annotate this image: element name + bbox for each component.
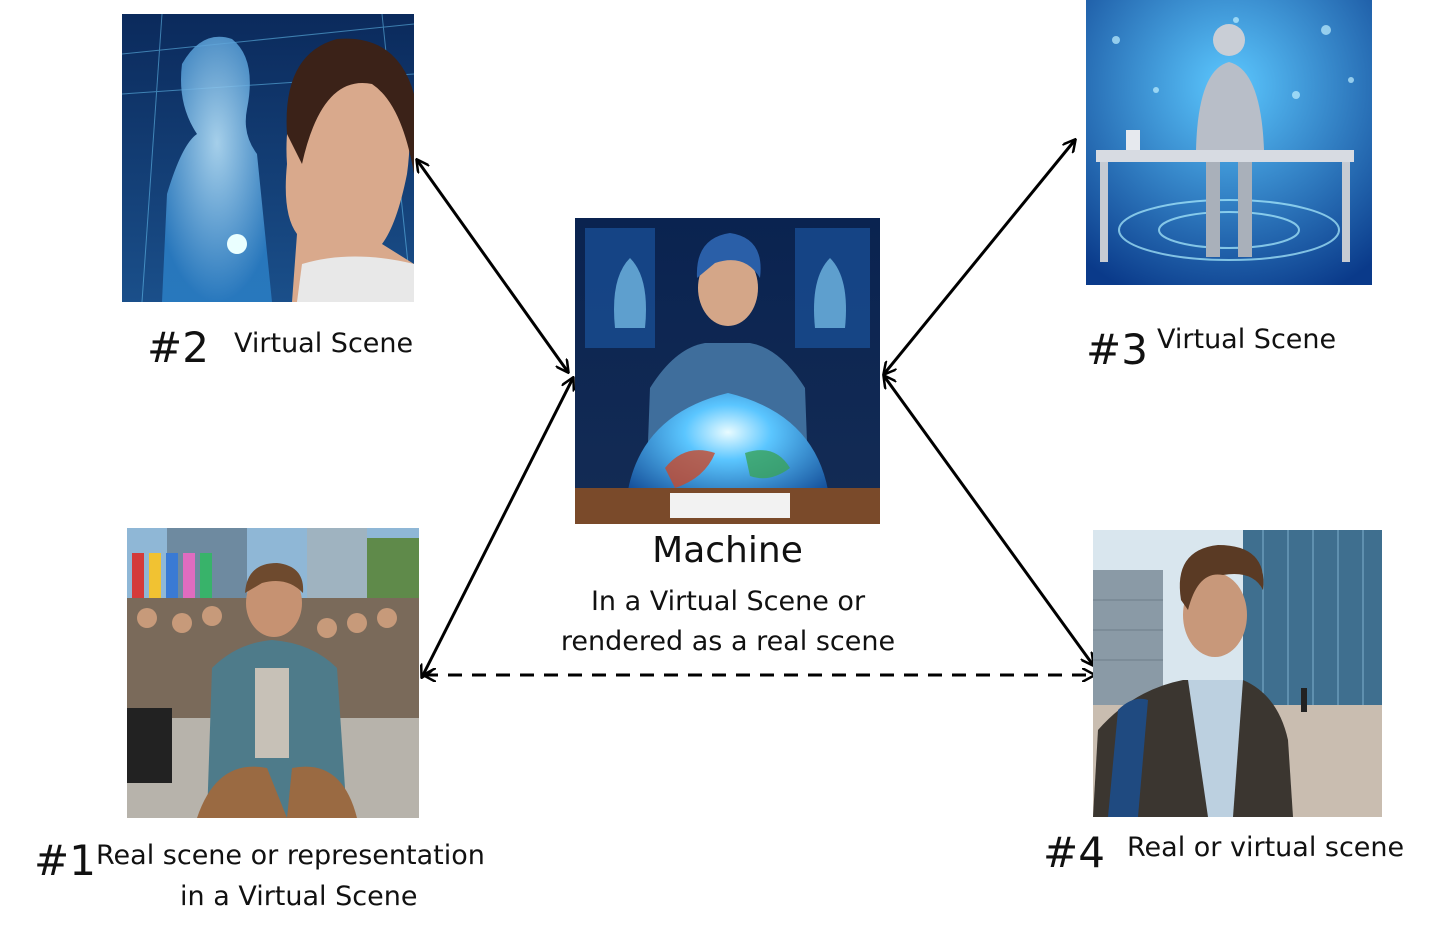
node-3-number: #3 <box>1086 325 1148 374</box>
image-virtual-scene-3 <box>1086 0 1372 285</box>
image-virtual-scene-2 <box>122 14 414 302</box>
machine-subtitle-line-1: In a Virtual Scene or <box>590 586 866 617</box>
machine-title: Machine <box>652 530 803 571</box>
arrow-n1-machine <box>422 378 573 677</box>
node-3-label: Virtual Scene <box>1157 324 1337 355</box>
node-1-number: #1 <box>34 836 96 885</box>
node-1-label-line-2: in a Virtual Scene <box>180 881 418 912</box>
image-real-scene-1 <box>127 528 419 818</box>
node-1-label-line-1: Real scene or representation <box>96 840 485 871</box>
image-machine <box>575 218 880 524</box>
machine-subtitle-line-2: rendered as a real scene <box>560 626 896 657</box>
arrow-n2-machine <box>417 160 568 372</box>
arrow-n3-machine <box>884 140 1075 374</box>
arrow-n4-machine <box>884 376 1093 665</box>
node-2-number: #2 <box>147 323 209 372</box>
image-real-or-virtual-scene-4 <box>1093 530 1382 817</box>
node-4-label: Real or virtual scene <box>1127 832 1405 863</box>
node-2-label: Virtual Scene <box>234 328 414 359</box>
node-4-number: #4 <box>1043 828 1105 877</box>
